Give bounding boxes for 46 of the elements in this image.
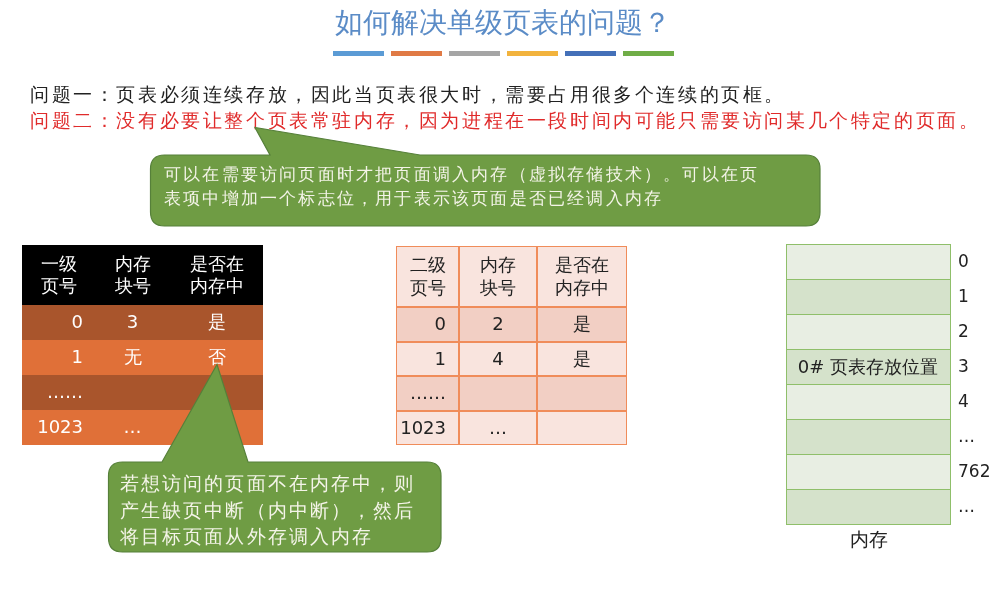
header-cell: 内存块号 <box>95 245 170 305</box>
callout-text: 可以在需要访问页面时才把页面调入内存（虚拟存储技术）。可以在页表项中增加一个标志位，用于表示该页面是否已经调入内存 <box>163 163 761 210</box>
table-cell: … <box>95 410 170 445</box>
table-cell: 是 <box>537 307 627 342</box>
table-cell: 1 <box>22 340 95 375</box>
header-cell: 内存块号 <box>459 246 537 307</box>
table-cell: 无 <box>95 340 170 375</box>
memory-block <box>786 489 951 525</box>
table-cell: 3 <box>95 305 170 340</box>
table-cell: 0 <box>22 305 95 340</box>
memory-block <box>786 454 951 490</box>
table-cell: 是 <box>537 341 627 376</box>
table-cell: 否 <box>170 340 263 375</box>
block-number: 0 <box>958 251 969 271</box>
header-cell: 是否在内存中 <box>537 246 627 307</box>
block-text: 0# 页表存放位置 <box>796 355 940 379</box>
table-cell: 1023 <box>22 410 95 445</box>
table-cell: …… <box>22 375 95 410</box>
block-number: 762 <box>958 461 991 481</box>
memory-label: 内存 <box>848 527 889 552</box>
table-cell: 4 <box>459 341 537 376</box>
problem-text: 问题一：页表必须连续存放，因此当页表很大时，需要占用很多个连续的页框。 <box>30 82 786 107</box>
header-cell: 二级页号 <box>396 246 459 307</box>
table-cell: 1023 <box>396 410 459 445</box>
block-number: 1 <box>958 286 969 306</box>
memory-block <box>786 384 951 420</box>
title: 如何解决单级页表的问题？ <box>334 5 672 41</box>
table-cell: 是 <box>170 305 263 340</box>
block-number: 4 <box>958 391 969 411</box>
table-cell: 2 <box>459 307 537 342</box>
header-cell: 一级页号 <box>22 245 95 305</box>
memory-block <box>786 244 951 280</box>
block-number: … <box>958 426 975 446</box>
header-cell: 是否在内存中 <box>170 245 263 305</box>
memory-block <box>786 349 951 385</box>
table-cell: …… <box>396 376 459 411</box>
memory-block <box>786 314 951 350</box>
block-number: 3 <box>958 356 969 376</box>
table-cell: 0 <box>396 307 459 342</box>
callout-text: 若想访问的页面不在内存中，则产生缺页中断（内中断），然后将目标页面从外存调入内存 <box>119 471 417 550</box>
block-number: 2 <box>958 321 969 341</box>
memory-block <box>786 419 951 455</box>
block-number: … <box>958 496 975 516</box>
table-cell: 1 <box>396 341 459 376</box>
table-cell: … <box>459 410 537 445</box>
memory-block <box>786 279 951 315</box>
